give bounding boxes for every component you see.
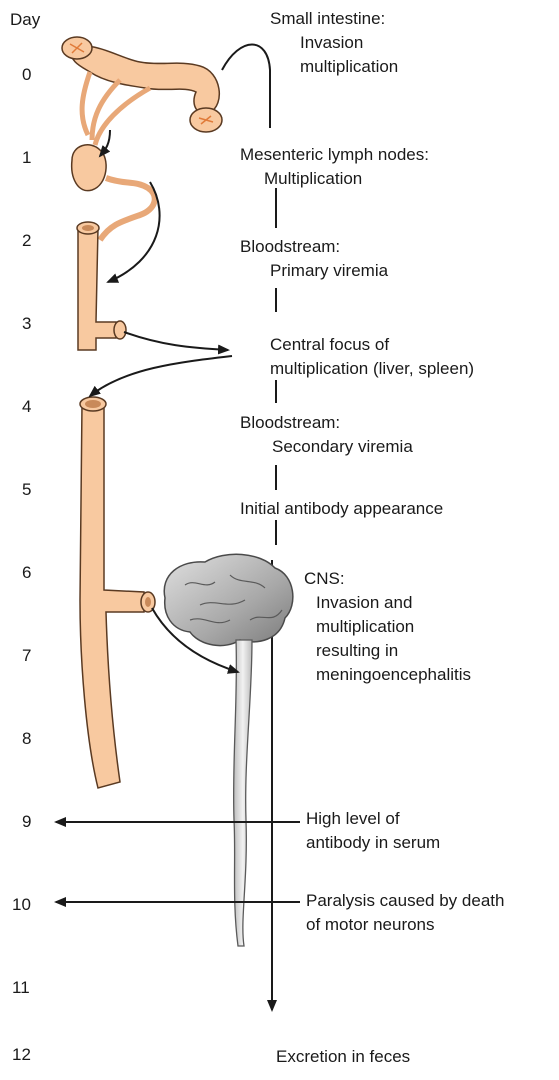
primary-vessel-drawing — [77, 222, 126, 350]
day-label: 10 — [12, 895, 31, 915]
day-label: 2 — [22, 231, 31, 251]
day-label: 7 — [22, 646, 31, 666]
label-excretion: Excretion in feces — [276, 1046, 410, 1068]
day-label: 9 — [22, 812, 31, 832]
day-label: 5 — [22, 480, 31, 500]
day-label: 4 — [22, 397, 31, 417]
secondary-vessel-drawing — [80, 397, 155, 788]
day-label: 3 — [22, 314, 31, 334]
day-label: 0 — [22, 65, 31, 85]
day-label: 1 — [22, 148, 31, 168]
day-header: Day — [10, 10, 40, 30]
spinal-cord-drawing — [234, 640, 252, 946]
small-intestine-drawing — [62, 37, 222, 145]
day-label: 6 — [22, 563, 31, 583]
day-label: 12 — [12, 1045, 31, 1065]
day-label: 8 — [22, 729, 31, 749]
day-label: 11 — [12, 978, 30, 998]
label-antibody-appearance: Initial antibody appearance — [240, 498, 443, 520]
brain-drawing — [164, 554, 293, 645]
